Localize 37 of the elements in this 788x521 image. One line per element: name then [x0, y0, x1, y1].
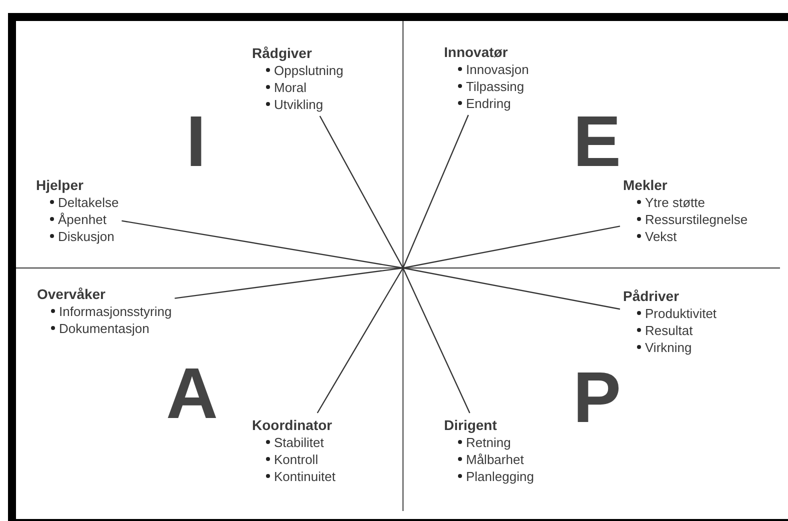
- bullet-item: Moral: [274, 80, 307, 95]
- role-heading: Dirigent: [444, 416, 498, 434]
- bullet-item: Virkning: [645, 340, 692, 355]
- bullet-item: Målbarhet: [466, 452, 524, 467]
- role-heading: Innovatør: [444, 43, 509, 61]
- bullet-item: Diskusjon: [58, 229, 114, 244]
- role-heading: Pådriver: [623, 287, 680, 305]
- role-heading: Koordinator: [252, 416, 334, 434]
- bullet-item: Produktivitet: [645, 306, 717, 321]
- bullet-item: Retning: [466, 435, 511, 450]
- bullet-item: Stabilitet: [274, 435, 324, 450]
- bullet-item: Deltakelse: [58, 195, 119, 210]
- bullet-item: Resultat: [645, 323, 693, 338]
- role-heading: Mekler: [623, 176, 668, 194]
- bullet-item: Tilpassing: [466, 79, 524, 94]
- bullet-item: Planlegging: [466, 469, 534, 484]
- role-heading: Overvåker: [37, 285, 107, 303]
- bullet-item: Innovasjon: [466, 62, 529, 77]
- quadrant-letter: P: [573, 362, 622, 434]
- bullet-item: Ytre støtte: [645, 195, 705, 210]
- role-heading: Rådgiver: [252, 44, 313, 62]
- bullet-item: Kontinuitet: [274, 469, 336, 484]
- quadrant-letter: E: [573, 106, 622, 178]
- bullet-item: Ressurstilegnelse: [645, 212, 748, 227]
- bullet-item: Utvikling: [274, 97, 324, 112]
- bullet-item: Åpenhet: [58, 212, 106, 227]
- bullet-item: Kontroll: [274, 452, 318, 467]
- bullet-item: Vekst: [645, 229, 677, 244]
- bullet-item: Informasjonsstyring: [59, 304, 172, 319]
- bullet-item: Dokumentasjon: [59, 321, 150, 336]
- connector-line: [174, 226, 620, 299]
- connector-line: [122, 220, 620, 310]
- quadrant-letter: A: [166, 358, 218, 430]
- role-heading: Hjelper: [36, 176, 84, 194]
- bullet-item: Endring: [466, 96, 511, 111]
- bullet-item: Oppslutning: [274, 63, 344, 78]
- quadrant-letter: I: [186, 106, 206, 178]
